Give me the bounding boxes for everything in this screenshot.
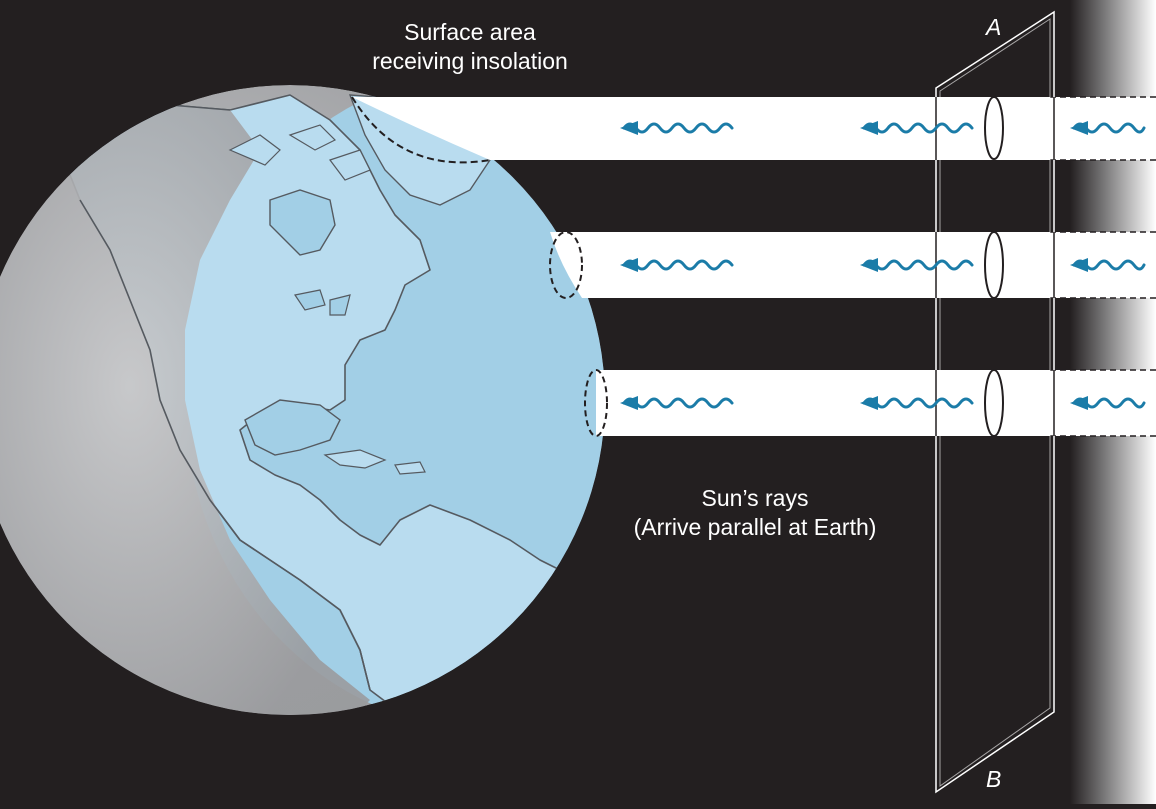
suns-rays-label-line1: Sun’s rays: [701, 485, 809, 511]
suns-rays-label: Sun’s rays (Arrive parallel at Earth): [600, 484, 910, 542]
plane-ab: [935, 10, 1055, 794]
great-lakes: [294, 289, 351, 316]
caribbean-islands: [323, 449, 426, 475]
suns-rays-label-line2: (Arrive parallel at Earth): [633, 514, 877, 540]
hudson-bay: [269, 189, 336, 256]
beam-cross-section-middle: [984, 231, 1004, 299]
surface-area-label: Surface area receiving insolation: [330, 18, 610, 76]
surface-area-outline-top: [351, 96, 491, 164]
plane-label-a: A: [986, 14, 1002, 40]
gulf-of-mexico: [244, 399, 341, 456]
surface-area-label-line1: Surface area: [404, 19, 536, 45]
beam-cross-section-bottom: [984, 369, 1004, 437]
beam-middle: [549, 231, 1156, 299]
night-land-shade: [0, 105, 370, 715]
surface-area-outline-middle: [549, 231, 583, 299]
beam-top: [351, 96, 1156, 164]
surface-area-label-line2: receiving insolation: [372, 48, 568, 74]
arctic-islands: [228, 124, 371, 181]
earth-globe: [0, 85, 605, 715]
surface-area-outline-bottom: [584, 369, 608, 437]
plane-label-b: B: [986, 766, 1002, 792]
beam-cross-section-top: [984, 96, 1004, 160]
